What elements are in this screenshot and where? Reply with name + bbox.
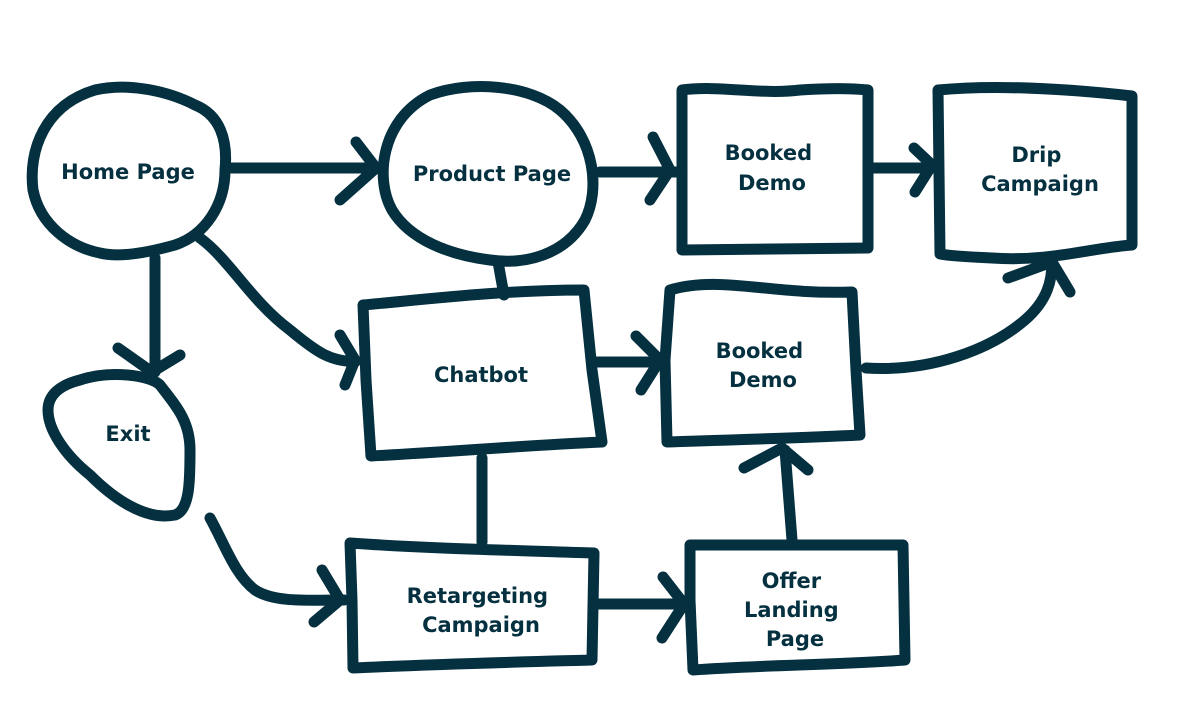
arrowhead-icon xyxy=(738,442,814,476)
offer-landing-page-line: Offer xyxy=(762,569,822,593)
chatbot-shape xyxy=(357,284,608,462)
booked-demo-middle-shape xyxy=(659,278,866,448)
retargeting-campaign-line: Retargeting xyxy=(407,584,548,608)
home-page-shape xyxy=(26,81,232,261)
retargeting-campaign-shape xyxy=(344,537,600,674)
edge-booked-top-to-drip xyxy=(862,142,938,198)
exit-shape xyxy=(42,369,196,522)
chatbot-label: Chatbot xyxy=(434,363,528,387)
offer-landing-page-label: Offer Landing Page xyxy=(744,569,846,651)
arrowhead-icon xyxy=(630,330,666,396)
arrowhead-icon xyxy=(308,564,346,628)
booked-demo-middle-line: Booked xyxy=(716,339,804,363)
edge-product-to-booked-top xyxy=(594,131,682,206)
edge-home-to-exit xyxy=(112,252,186,378)
node-home-page: Home Page xyxy=(26,81,232,261)
booked-demo-middle-line: Demo xyxy=(729,368,797,392)
drip-campaign-shape xyxy=(932,82,1138,265)
edge-line xyxy=(860,256,1058,374)
edge-offer-to-booked-middle xyxy=(738,442,814,546)
edge-product-to-chatbot xyxy=(492,256,510,301)
node-product-page: Product Page xyxy=(377,81,599,267)
chatbot-line: Chatbot xyxy=(434,363,528,387)
home-page-label: Home Page xyxy=(61,160,195,184)
edge-booked-middle-to-drip xyxy=(860,256,1076,374)
node-chatbot: Chatbot xyxy=(357,284,608,462)
arrowhead-icon xyxy=(334,329,361,391)
exit-line: Exit xyxy=(105,422,150,446)
node-exit: Exit xyxy=(42,369,196,522)
offer-landing-page-shape xyxy=(684,539,911,676)
edge-line xyxy=(194,232,361,368)
offer-landing-page-line: Page xyxy=(766,627,824,651)
node-drip-campaign: Drip Campaign xyxy=(932,82,1138,265)
retargeting-campaign-label: Retargeting Campaign xyxy=(407,584,556,637)
arrowhead-icon xyxy=(656,571,690,644)
exit-label: Exit xyxy=(105,422,150,446)
drip-campaign-label: Drip Campaign xyxy=(981,143,1099,196)
arrowhead-icon xyxy=(112,342,186,378)
edge-line xyxy=(492,256,510,301)
product-page-label: Product Page xyxy=(413,162,571,186)
arrowhead-icon xyxy=(334,136,382,206)
node-booked-demo-middle: Booked Demo xyxy=(659,278,866,448)
product-page-shape xyxy=(377,81,599,267)
node-retargeting-campaign: Retargeting Campaign xyxy=(344,537,600,674)
booked-demo-middle-label: Booked Demo xyxy=(716,339,811,392)
edge-line xyxy=(779,444,798,546)
home-page-line: Home Page xyxy=(61,160,195,184)
booked-demo-top-line: Booked xyxy=(725,141,813,165)
booked-demo-top-shape xyxy=(676,83,874,256)
arrowhead-icon xyxy=(644,131,676,206)
retargeting-campaign-line: Campaign xyxy=(422,613,540,637)
node-offer-landing-page: Offer Landing Page xyxy=(684,539,911,676)
edge-home-to-product xyxy=(222,136,384,206)
product-page-line: Product Page xyxy=(413,162,571,186)
edge-exit-to-retargeting xyxy=(204,512,350,628)
edge-home-to-chatbot xyxy=(194,232,361,391)
booked-demo-top-line: Demo xyxy=(738,171,806,195)
node-booked-demo-top: Booked Demo xyxy=(676,83,874,256)
offer-landing-page-line: Landing xyxy=(744,598,839,622)
arrowhead-icon xyxy=(908,142,938,198)
edge-line xyxy=(204,512,350,606)
edge-retargeting-to-offer xyxy=(590,571,690,644)
drip-campaign-line: Campaign xyxy=(981,172,1099,196)
edge-chatbot-to-booked-middle xyxy=(588,330,668,396)
drip-campaign-line: Drip xyxy=(1011,143,1061,167)
arrowhead-icon xyxy=(1002,256,1076,298)
booked-demo-top-label: Booked Demo xyxy=(725,141,820,195)
